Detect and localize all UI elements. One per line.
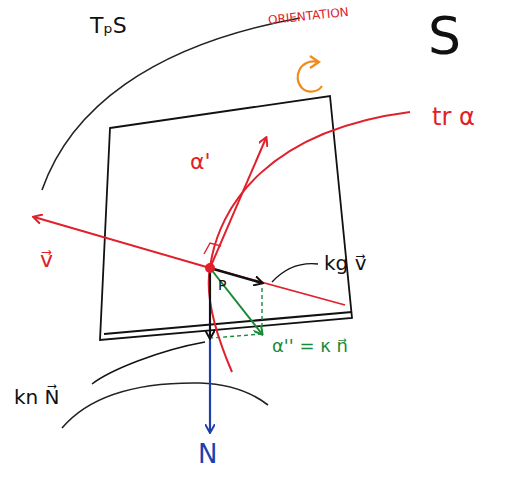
tangent-plane-edge — [104, 312, 352, 334]
orientation-arc — [298, 61, 322, 91]
leader-line — [272, 264, 318, 282]
trace-label: tr α — [432, 104, 475, 130]
projection-dash — [212, 334, 262, 338]
vector-label: kn N⃗ — [14, 386, 60, 408]
curve-trace — [209, 112, 410, 372]
orientation-arrowhead — [310, 56, 319, 68]
leader-line — [92, 342, 205, 384]
vector-label: α' — [190, 150, 211, 174]
vector-alpha-second — [210, 268, 262, 334]
surface-curve — [42, 18, 300, 190]
point-label: P — [218, 278, 226, 293]
projection-dash — [261, 285, 262, 334]
surface-name: S — [428, 8, 461, 65]
orientation-note: ORIENTATION — [268, 6, 350, 28]
vector-kgv — [210, 268, 262, 283]
vector-label: v⃗ — [40, 248, 53, 272]
vector-label: kg v⃗ — [324, 252, 366, 274]
point-p — [205, 263, 215, 273]
vector-label: N — [198, 440, 217, 469]
plane-name: TₚS — [90, 14, 127, 38]
vector-knN — [209, 268, 211, 338]
vector-label: α'' = κ n⃗ — [272, 336, 348, 356]
vector-alpha-prime — [210, 138, 266, 268]
vector-v — [34, 217, 210, 268]
surface-curve — [62, 383, 268, 428]
vector-N — [209, 268, 211, 432]
